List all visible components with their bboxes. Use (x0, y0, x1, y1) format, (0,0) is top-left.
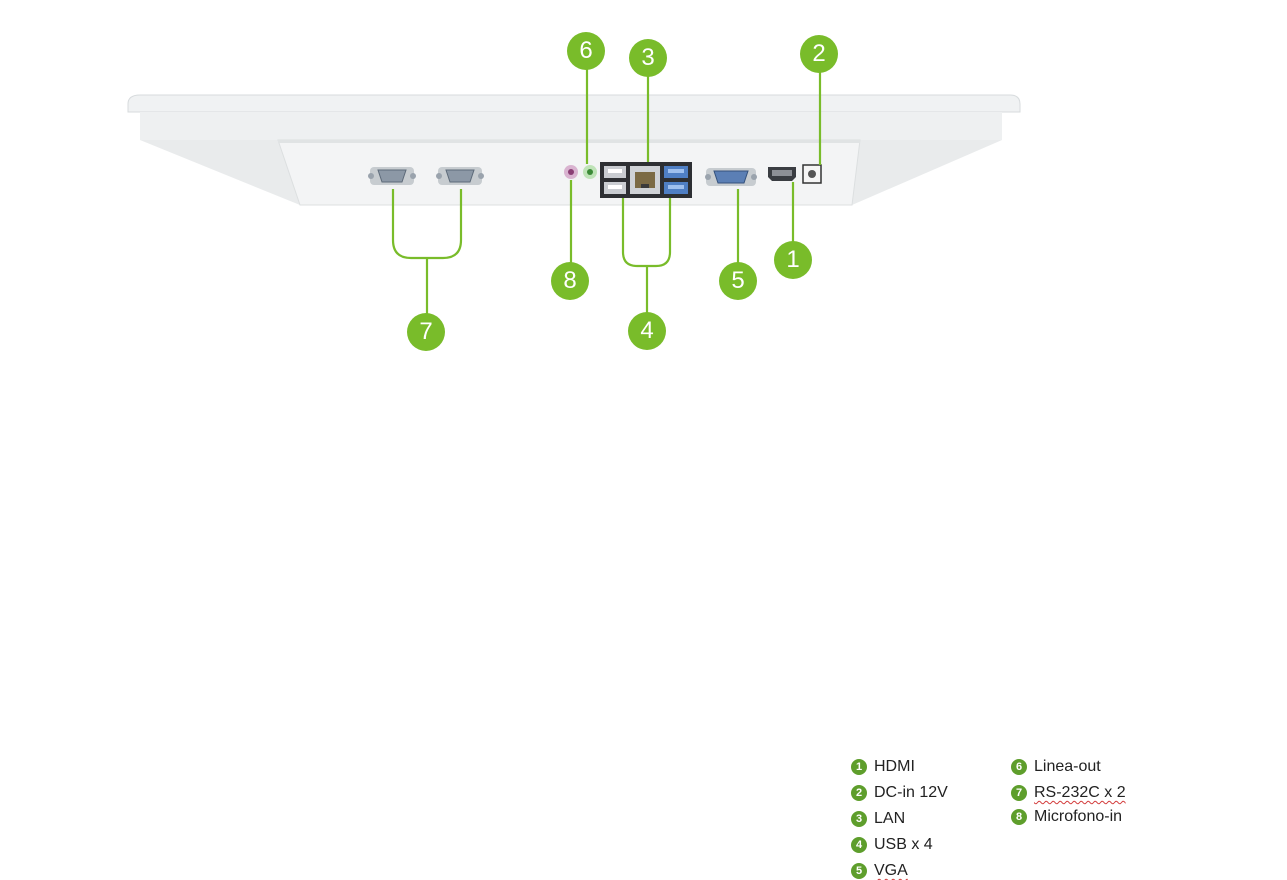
rs232-port-2 (436, 167, 484, 185)
legend-item-lan: 3 LAN (851, 810, 905, 828)
lan-port (630, 166, 660, 194)
callout-4: 4 (628, 312, 666, 350)
legend-item-microphone: 8 Microfono-in (1011, 808, 1122, 826)
leader-4 (621, 198, 672, 314)
legend-item-usb: 4 USB x 4 (851, 836, 933, 854)
microphone-jack (564, 165, 578, 179)
legend-number: 7 (1011, 785, 1027, 801)
legend-number: 5 (851, 863, 867, 879)
legend-label: VGA (874, 862, 908, 879)
legend-label: USB x 4 (874, 836, 933, 853)
front-bezel (127, 94, 1021, 113)
callout-5: 5 (719, 262, 757, 300)
legend-item-rs232: 7 RS-232C x 2 (1011, 784, 1126, 802)
legend-label: Linea-out (1034, 758, 1101, 775)
legend-label: RS-232C x 2 (1034, 784, 1126, 801)
callout-1: 1 (774, 241, 812, 279)
legend-label: HDMI (874, 758, 915, 775)
dc-in-port (802, 164, 822, 184)
callout-7: 7 (407, 313, 445, 351)
usb-ports-left (604, 166, 626, 194)
legend-label: LAN (874, 810, 906, 827)
legend-item-vga: 5 VGA (851, 862, 908, 880)
legend-number: 1 (851, 759, 867, 775)
device-illustration (127, 68, 1021, 316)
legend-number: 8 (1011, 809, 1027, 825)
legend-item-dc-in: 2 DC-in 12V (851, 784, 948, 802)
legend-label: DC-in 12V (874, 784, 948, 801)
legend-item-line-out: 6 Linea-out (1011, 758, 1101, 776)
usb-ports-right (664, 166, 688, 194)
legend-number: 4 (851, 837, 867, 853)
bezel-lip (140, 112, 1002, 140)
vga-port (705, 168, 757, 186)
legend-number: 2 (851, 785, 867, 801)
hdmi-port (768, 167, 796, 181)
callout-8: 8 (551, 262, 589, 300)
legend-item-hdmi: 1 HDMI (851, 758, 915, 776)
legend-number: 3 (851, 811, 867, 827)
callout-3: 3 (629, 39, 667, 77)
rs232-port-1 (368, 167, 416, 185)
callout-2: 2 (800, 35, 838, 73)
legend-label: Microfono-in (1034, 808, 1123, 825)
leader-lines (391, 68, 822, 316)
callout-6: 6 (567, 32, 605, 70)
line-out-jack (583, 165, 597, 179)
legend-number: 6 (1011, 759, 1027, 775)
leader-7 (391, 189, 463, 316)
panel-pc-io-diagram: 1 2 3 4 5 6 7 8 1 HDMI 2 DC-in 12V 3 LAN… (127, 32, 1126, 879)
